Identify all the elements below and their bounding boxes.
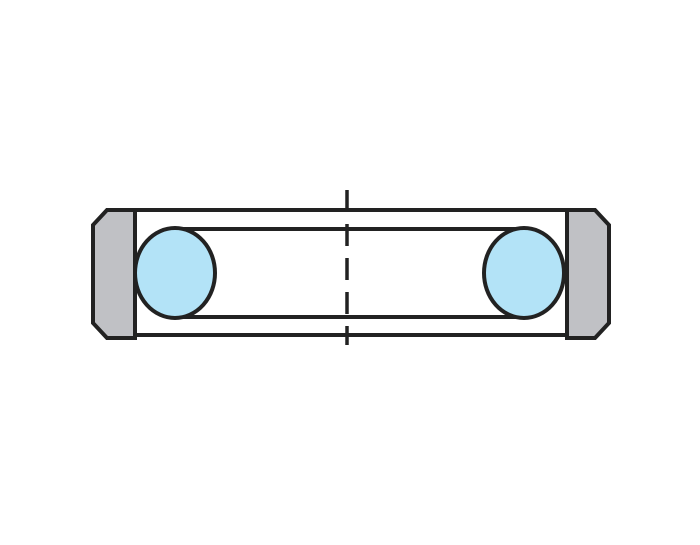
housing-left [91, 208, 137, 340]
o-ring-left [133, 226, 217, 320]
housing-right [565, 208, 611, 340]
o-ring-right [482, 226, 566, 320]
